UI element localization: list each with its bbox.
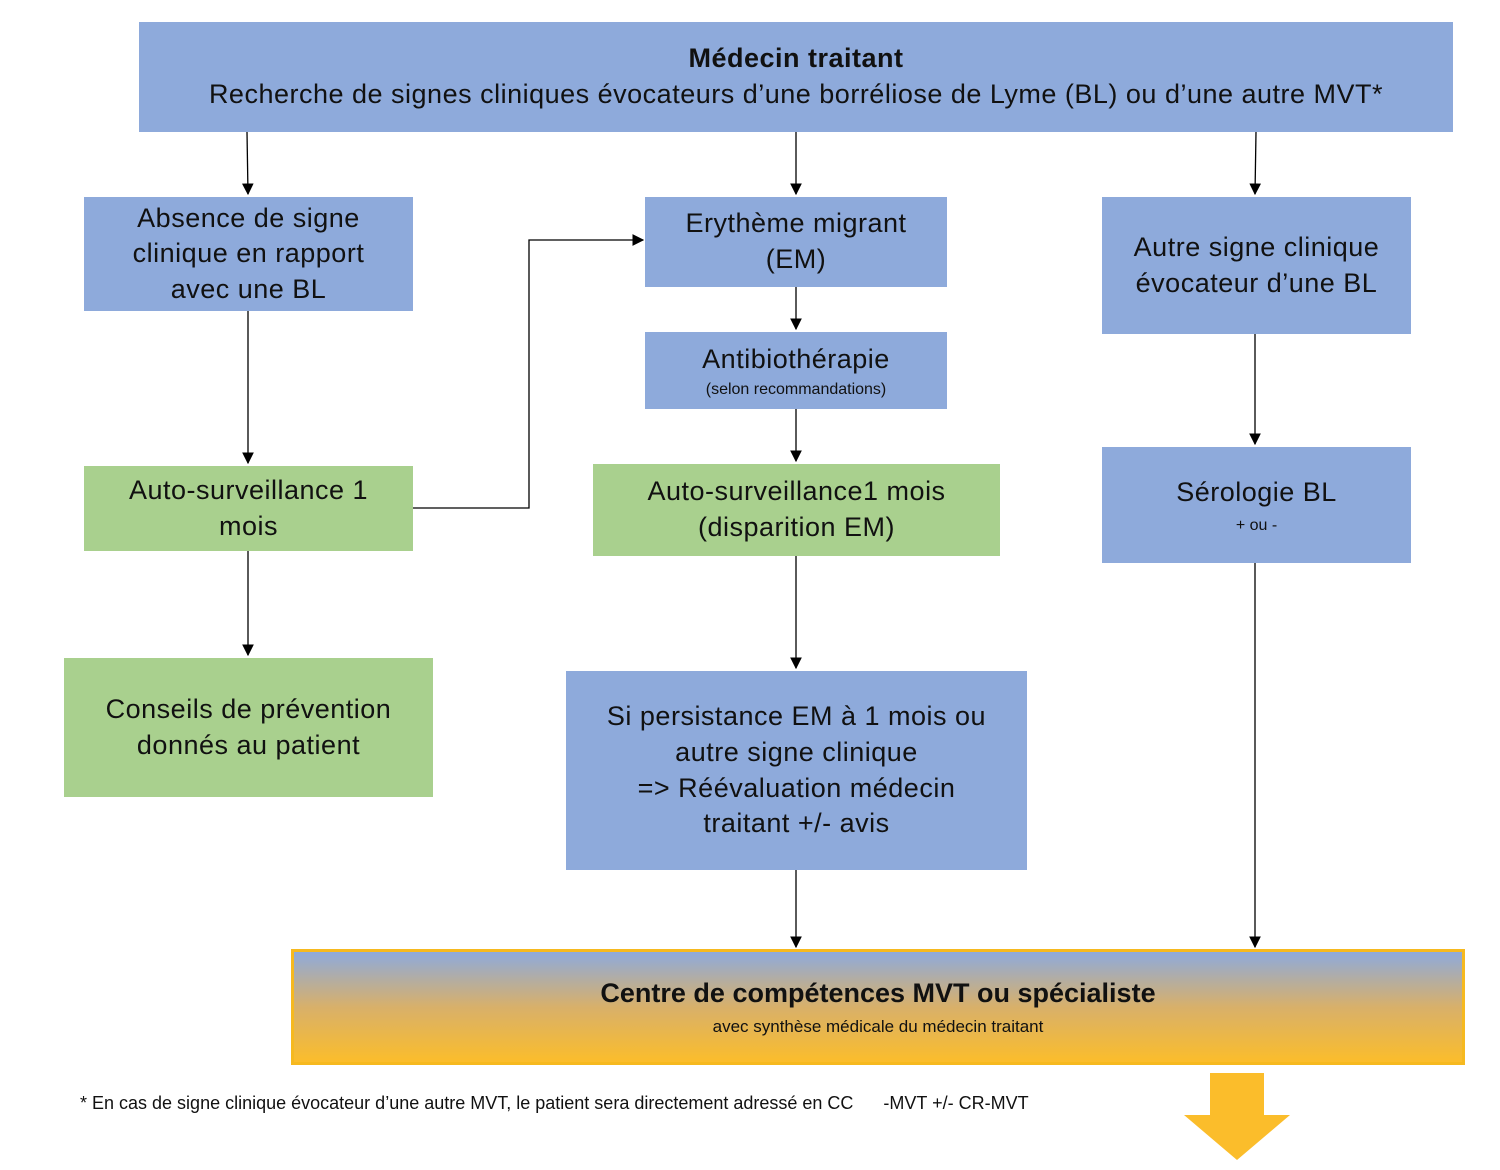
- box-auto-surveillance-left: Auto-surveillance 1 mois: [84, 466, 413, 551]
- absence-line-3: avec une BL: [170, 273, 327, 304]
- conseils-line-2: donnés au patient: [136, 729, 361, 760]
- box-centre-competences: Centre de compétences MVT ou spécialiste…: [291, 949, 1465, 1065]
- top-box-subtitle: Recherche de signes cliniques évocateurs…: [208, 79, 1384, 109]
- top-box-title: Médecin traitant: [688, 43, 904, 74]
- down-arrow-icon: [1184, 1073, 1290, 1160]
- antibio-note: (selon recommandations): [705, 380, 887, 398]
- persistance-line-1: Si persistance EM à 1 mois ou: [606, 701, 987, 732]
- em-line-1: Erythème migrant: [685, 208, 907, 239]
- box-absence-signe: Absence de signe clinique en rapport ave…: [84, 197, 413, 311]
- absence-line-1: Absence de signe: [137, 202, 360, 233]
- em-line-2: (EM): [765, 244, 827, 274]
- persistance-line-2: autre signe clinique: [675, 736, 918, 767]
- box-antibiotherapie: Antibiothérapie (selon recommandations): [645, 332, 947, 409]
- absence-line-2: clinique en rapport: [132, 238, 365, 269]
- serologie-label: Sérologie BL: [1176, 476, 1337, 507]
- arrow-top-to-autre: [1249, 131, 1262, 196]
- box-serologie: Sérologie BL + ou -: [1102, 447, 1411, 563]
- auto-left-line-1: Auto-surveillance 1: [128, 474, 369, 505]
- auto-middle-line-1: Auto-surveillance1 mois: [647, 476, 946, 507]
- serologie-note: + ou -: [1235, 517, 1278, 535]
- box-autre-signe: Autre signe clinique évocateur d’une BL: [1102, 197, 1411, 334]
- antibio-label: Antibiothérapie: [702, 344, 890, 375]
- footnote: * En cas de signe clinique évocateur d’u…: [80, 1093, 1029, 1113]
- centre-subtitle: avec synthèse médicale du médecin traita…: [712, 1016, 1044, 1036]
- centre-title: Centre de compétences MVT ou spécialiste: [600, 977, 1156, 1008]
- autre-line-1: Autre signe clinique: [1133, 231, 1380, 262]
- box-persistance-em: Si persistance EM à 1 mois ou autre sign…: [566, 671, 1027, 870]
- box-erytheme-migrant: Erythème migrant (EM): [645, 197, 947, 287]
- persistance-line-4: traitant +/- avis: [703, 808, 890, 839]
- top-box-medecin-traitant: Médecin traitant Recherche de signes cli…: [139, 22, 1453, 132]
- arrow-auto-to-em: [413, 234, 645, 509]
- auto-left-line-2: mois: [218, 510, 278, 541]
- box-conseils-prevention: Conseils de prévention donnés au patient: [64, 658, 433, 797]
- autre-line-2: évocateur d’une BL: [1135, 267, 1378, 298]
- auto-middle-line-2: (disparition EM): [697, 512, 896, 542]
- conseils-line-1: Conseils de prévention: [105, 693, 392, 724]
- box-auto-surveillance-middle: Auto-surveillance1 mois (disparition EM): [593, 464, 1000, 556]
- persistance-line-3: => Réévaluation médecin: [637, 772, 956, 803]
- arrow-top-to-absence: [241, 131, 254, 196]
